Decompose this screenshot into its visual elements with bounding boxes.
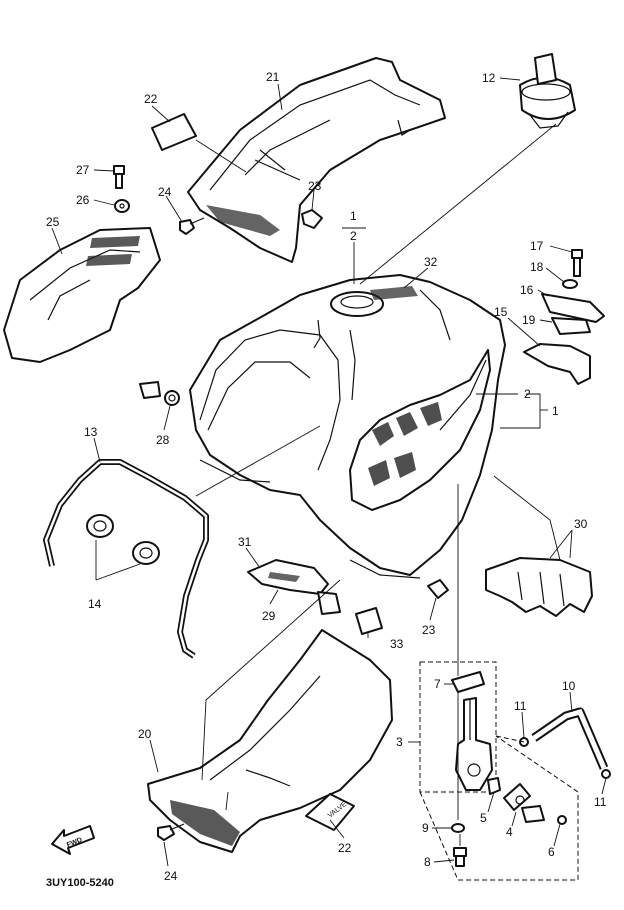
part-33-rubber bbox=[355, 607, 383, 635]
part-2-tank-graphic bbox=[349, 349, 491, 511]
callout-33: 33 bbox=[390, 637, 404, 651]
part-23-grommet-upper bbox=[301, 209, 323, 229]
callout-1-right: 1 bbox=[552, 404, 559, 418]
callout-15: 15 bbox=[494, 305, 508, 319]
part-28-damper bbox=[164, 390, 180, 406]
callout-31: 31 bbox=[238, 535, 252, 549]
callout-8: 8 bbox=[424, 855, 431, 869]
part-22-warning-label-upper bbox=[151, 113, 197, 151]
part-32-filler-plate bbox=[313, 286, 418, 349]
callout-1-top: 1 bbox=[350, 209, 357, 223]
callout-9: 9 bbox=[422, 821, 429, 835]
callout-10: 10 bbox=[562, 679, 576, 693]
callout-18: 18 bbox=[530, 260, 544, 274]
callout-11-left: 11 bbox=[514, 699, 527, 713]
part-6-screw bbox=[557, 815, 567, 825]
part-15-mount-bracket bbox=[523, 343, 591, 385]
part-11-clip-b bbox=[601, 769, 611, 779]
part-8-drain-bolt bbox=[453, 847, 467, 867]
part-3-fuel-cock bbox=[455, 697, 493, 791]
callout-12: 12 bbox=[482, 71, 496, 85]
callout-24-lower: 24 bbox=[164, 869, 178, 883]
callout-labels: 21 22 12 27 26 24 23 1 2 25 32 17 18 16 … bbox=[46, 70, 607, 883]
part-12-fuel-cap bbox=[519, 53, 576, 129]
part-13-guard-bar bbox=[43, 459, 209, 659]
callout-2-top: 2 bbox=[350, 229, 357, 243]
callout-2-right: 2 bbox=[524, 387, 531, 401]
part-26-collar bbox=[114, 199, 130, 213]
part-5-oring bbox=[487, 777, 501, 795]
callout-24-upper: 24 bbox=[158, 185, 172, 199]
callout-16: 16 bbox=[520, 283, 534, 297]
part-29-bracket bbox=[247, 559, 329, 595]
callout-11-right: 11 bbox=[594, 795, 607, 809]
callout-19: 19 bbox=[522, 313, 536, 327]
part-3-box-extension bbox=[419, 735, 579, 881]
callout-3: 3 bbox=[396, 735, 403, 749]
callout-21: 21 bbox=[266, 70, 280, 84]
part-31-damper bbox=[317, 591, 341, 615]
callout-26: 26 bbox=[76, 193, 90, 207]
callout-22-lower: 22 bbox=[338, 841, 352, 855]
callout-25: 25 bbox=[46, 215, 60, 229]
callout-17: 17 bbox=[530, 239, 544, 253]
part-27-screw bbox=[113, 165, 125, 189]
part-23-grommet-lower bbox=[427, 579, 449, 599]
callout-32: 32 bbox=[424, 255, 438, 269]
diagram-code: 3UY100-5240 bbox=[46, 877, 114, 889]
part-16-bracket bbox=[541, 293, 605, 323]
callout-5: 5 bbox=[480, 811, 487, 825]
callout-22-upper: 22 bbox=[144, 92, 158, 106]
callout-28: 28 bbox=[156, 433, 170, 447]
part-19-bracket bbox=[551, 317, 591, 335]
callout-30: 30 bbox=[574, 517, 588, 531]
callout-14: 14 bbox=[88, 597, 102, 611]
part-22-warning-label-lower: VALVE bbox=[305, 793, 355, 831]
part-4-plate bbox=[521, 805, 545, 823]
callout-27: 27 bbox=[76, 163, 90, 177]
part-7-strainer bbox=[451, 671, 485, 693]
callout-7: 7 bbox=[434, 677, 441, 691]
part-24-bolt-lower bbox=[157, 823, 185, 841]
part-10-fuel-hose bbox=[531, 707, 609, 770]
part-24-bolt-upper bbox=[179, 217, 205, 235]
callout-23-lower: 23 bbox=[422, 623, 436, 637]
callout-23-upper: 23 bbox=[308, 179, 322, 193]
part-9-washer bbox=[451, 823, 465, 833]
leader-lines bbox=[51, 77, 607, 867]
part-4-lever bbox=[503, 783, 531, 811]
callout-29: 29 bbox=[262, 609, 276, 623]
callout-4: 4 bbox=[506, 825, 513, 839]
part-17-bolt bbox=[571, 249, 583, 277]
front-direction-arrow-icon: FWD bbox=[51, 825, 95, 855]
callout-6: 6 bbox=[548, 845, 555, 859]
part-25-left-side-cover bbox=[3, 227, 161, 363]
part-20-lower-cover bbox=[147, 629, 393, 853]
part-14-bushing-b bbox=[132, 541, 160, 565]
callout-13: 13 bbox=[84, 425, 98, 439]
bracket-clip bbox=[139, 381, 161, 399]
part-21-tank-top-cover bbox=[187, 57, 446, 263]
part-18-washer bbox=[562, 279, 578, 289]
part-14-bushing-a bbox=[86, 514, 114, 538]
callout-20: 20 bbox=[138, 727, 152, 741]
part-30-heat-protector bbox=[485, 557, 593, 617]
